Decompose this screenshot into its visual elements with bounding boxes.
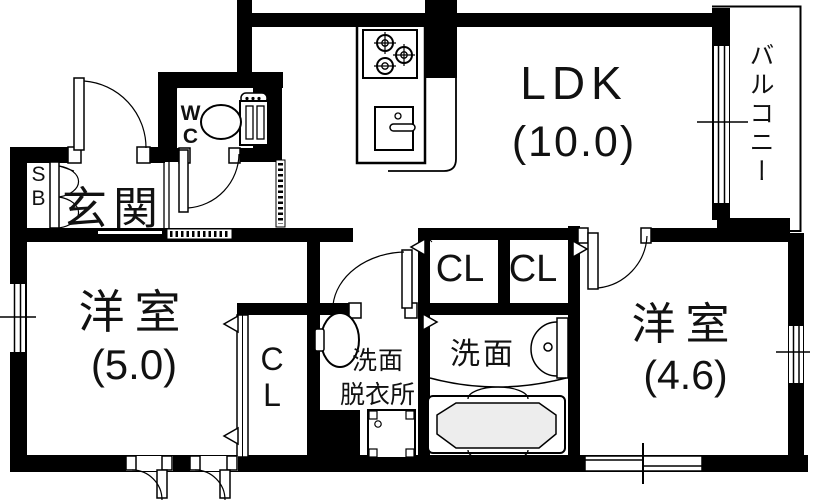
label-entrance: 玄関	[62, 183, 165, 234]
label-bedroom1-size: (5.0)	[90, 341, 178, 388]
bedroom2-door	[577, 227, 652, 290]
swing-windows-bottom	[125, 455, 238, 500]
label-ldk: LDK	[520, 57, 628, 109]
label-bedroom1-closet: CL	[254, 341, 290, 413]
window-left-wall	[0, 284, 36, 352]
label-bath: 洗面	[450, 338, 516, 371]
closet-bifold-doors	[222, 314, 249, 458]
entrance-step-line	[163, 152, 170, 228]
bath-door	[422, 312, 569, 379]
sliding-door-hall-ldk	[98, 159, 286, 234]
label-bedroom2-size: (4.6)	[643, 352, 728, 398]
label-shoe-box: SB	[27, 163, 50, 211]
label-balcony: バルコニー	[746, 42, 774, 187]
shoe-cabinet-icon	[49, 161, 80, 229]
washroom-door	[332, 249, 418, 319]
label-closet-right: CL	[508, 248, 558, 290]
window-bottom-sliding	[584, 443, 703, 484]
entrance-door	[67, 77, 151, 164]
wc-door	[178, 147, 241, 213]
window-right-wall	[776, 326, 810, 383]
bathtub-icon	[427, 377, 567, 463]
washing-machine-icon	[367, 409, 416, 459]
window-balcony-sliding	[697, 46, 748, 203]
toilet-icon	[200, 92, 269, 146]
balcony-outline	[712, 5, 802, 232]
washbasin-icon	[314, 312, 360, 368]
wall-corner-shading	[11, 1, 807, 472]
label-wc: WC	[179, 102, 202, 148]
label-bedroom2: 洋室	[631, 300, 740, 349]
label-ldk-size: (10.0)	[511, 118, 637, 166]
stove-icon	[362, 29, 418, 79]
closet-fold-markers	[409, 237, 589, 259]
sliding-door-hall-bedroom1	[166, 228, 233, 240]
label-bedroom1: 洋室	[78, 286, 191, 338]
label-washroom-line2: 脱衣所	[340, 381, 416, 409]
label-washroom-line1: 洗面	[352, 347, 405, 375]
kitchen-sink-icon	[374, 106, 416, 151]
label-closet-left: CL	[435, 248, 485, 290]
